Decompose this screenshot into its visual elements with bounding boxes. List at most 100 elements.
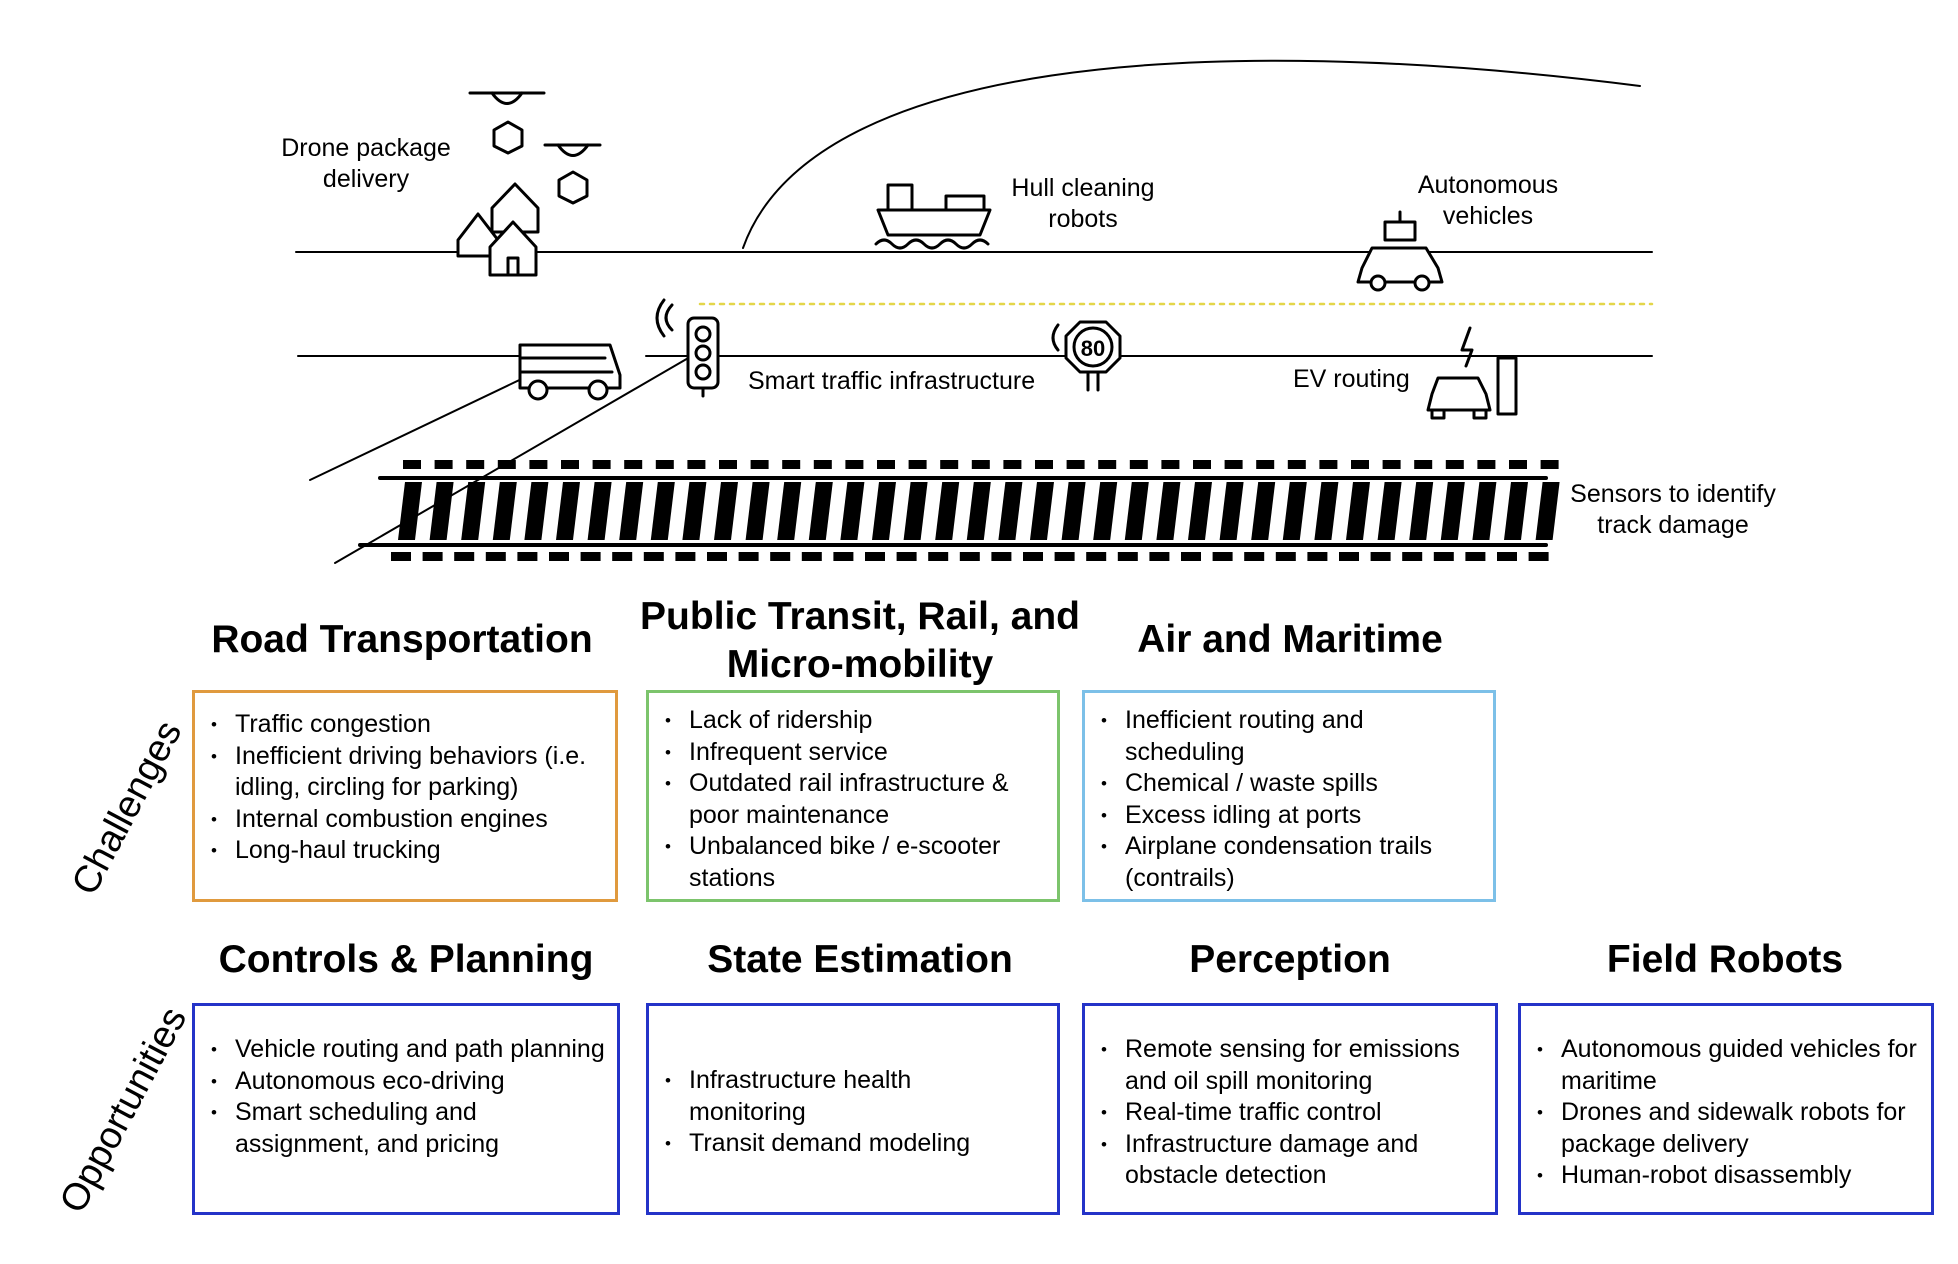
rail-sleeper	[461, 482, 486, 540]
rail-tie-bottom	[896, 552, 917, 561]
rail-track-icon	[358, 460, 1560, 561]
list-item: Drones and sidewalk robots for package d…	[1521, 1097, 1923, 1160]
list-item: Infrastructure health monitoring	[649, 1065, 1049, 1128]
list-item: Chemical / waste spills	[1085, 768, 1485, 800]
list-item: Real-time traffic control	[1085, 1097, 1487, 1129]
list-item: Internal combustion engines	[195, 804, 607, 836]
field-robots-list: Autonomous guided vehicles for maritime …	[1521, 1034, 1923, 1192]
rail-sleeper	[1440, 482, 1465, 540]
transit-title: Public Transit, Rail, and Micro-mobility	[640, 595, 1080, 686]
rail-sleeper	[903, 482, 928, 540]
rail-tie-top	[1540, 460, 1559, 469]
rail-tie-top	[1161, 460, 1180, 469]
rail-tie-top	[971, 460, 990, 469]
list-item: Infrequent service	[649, 737, 1049, 769]
rail-tie-top	[1445, 460, 1464, 469]
rail-tie-top	[940, 460, 959, 469]
rail-tie-top	[592, 460, 611, 469]
air-maritime-title: Air and Maritime	[1137, 618, 1443, 661]
track-sensors-label: Sensors to identify track damage	[1570, 480, 1776, 539]
state-estimation-box: Infrastructure health monitoring Transit…	[646, 1003, 1060, 1215]
rail-tie-top	[497, 460, 516, 469]
rail-sleeper	[1093, 482, 1118, 540]
state-estimation-title: State Estimation	[707, 938, 1013, 981]
rail-sleeper	[1535, 482, 1560, 540]
rail-tie-top	[529, 460, 548, 469]
rail-tie-top	[1477, 460, 1496, 469]
rail-tie-top	[1319, 460, 1338, 469]
rail-tie-bottom	[612, 552, 633, 561]
air-challenges-box: Inefficient routing and scheduling Chemi…	[1082, 690, 1496, 902]
rail-tie-top	[1414, 460, 1433, 469]
rail-tie-top	[466, 460, 485, 469]
rail-sleeper	[1030, 482, 1054, 540]
rail-tie-bottom	[1402, 552, 1423, 561]
rail-sleeper	[777, 482, 802, 540]
list-item: Long-haul trucking	[195, 835, 607, 867]
rail-tie-top	[877, 460, 895, 469]
rail-tie-bottom	[1181, 552, 1201, 561]
rail-sleeper	[714, 482, 738, 540]
list-item: Unbalanced bike / e-scooter stations	[649, 831, 1049, 894]
rail-tie-bottom	[1212, 552, 1233, 561]
rail-tie-bottom	[1149, 552, 1170, 561]
rail-sleeper	[398, 482, 422, 540]
rail-tie-top	[1193, 460, 1211, 469]
perception-list: Remote sensing for emissions and oil spi…	[1085, 1034, 1487, 1192]
rail-tie-bottom	[833, 552, 854, 561]
rail-sleeper	[1504, 482, 1528, 540]
rail-tie-top	[1035, 460, 1053, 469]
drone-delivery-label: Drone package delivery	[281, 134, 451, 193]
rail-sleeper	[524, 482, 549, 540]
list-item: Lack of ridership	[649, 705, 1049, 737]
rail-tie-top	[687, 460, 706, 469]
list-item: Transit demand modeling	[649, 1128, 1049, 1160]
rail-tie-top	[1224, 460, 1243, 469]
drone-icon-2	[543, 143, 602, 205]
bus-icon	[518, 343, 622, 401]
rail-tie-top	[1256, 460, 1275, 469]
field-robots-title: Field Robots	[1606, 938, 1844, 981]
rail-sleeper	[682, 482, 707, 540]
list-item: Autonomous eco-driving	[195, 1066, 609, 1098]
rail-tie-bottom	[928, 552, 949, 561]
rail-tie-top	[1066, 460, 1085, 469]
ev-routing-label: EV routing	[1293, 365, 1410, 393]
rail-sleeper	[1188, 482, 1212, 540]
ship-icon	[874, 183, 992, 250]
list-item: Excess idling at ports	[1085, 800, 1485, 832]
autonomous-car-icon	[1356, 210, 1444, 292]
rail-sleeper	[429, 482, 454, 540]
list-item: Airplane condensation trails (contrails)	[1085, 831, 1485, 894]
rail-tie-bottom	[1433, 552, 1454, 561]
rail-sleeper	[1409, 482, 1434, 540]
smart-traffic-label: Smart traffic infrastructure	[748, 367, 1036, 395]
speed-sign-icon: 80	[1051, 320, 1122, 392]
rail-tie-bottom	[1307, 552, 1328, 561]
road-transportation-title: Road Transportation	[211, 618, 593, 661]
rail-tie-top	[1287, 460, 1306, 469]
road-diagonal-1	[309, 362, 556, 481]
drone-icon-1	[468, 91, 546, 155]
rail-sleeper	[1346, 482, 1370, 540]
rail-tie-bottom	[707, 552, 727, 561]
rail-tie-top	[1098, 460, 1117, 469]
controls-opportunities-box: Vehicle routing and path planning Autono…	[192, 1003, 620, 1215]
rail-tie-bottom	[1117, 552, 1138, 561]
transit-challenges-box: Lack of ridership Infrequent service Out…	[646, 690, 1060, 902]
rail-sleeper	[1377, 482, 1402, 540]
rail-tie-top	[1003, 460, 1022, 469]
rail-tie-bottom	[770, 552, 791, 561]
rail-tie-top	[813, 460, 832, 469]
rail-tie-top	[845, 460, 864, 469]
rail-sleeper	[492, 482, 517, 540]
rail-tie-top	[624, 460, 643, 469]
rail-tie-bottom	[1054, 552, 1075, 561]
list-item: Traffic congestion	[195, 709, 607, 741]
rail-tie-bottom	[1497, 552, 1517, 561]
list-item: Smart scheduling and assignment, and pri…	[195, 1097, 609, 1160]
rail-tie-bottom	[1370, 552, 1391, 561]
rail-tie-bottom	[865, 552, 885, 561]
transportation-scene: 80	[295, 59, 1654, 564]
